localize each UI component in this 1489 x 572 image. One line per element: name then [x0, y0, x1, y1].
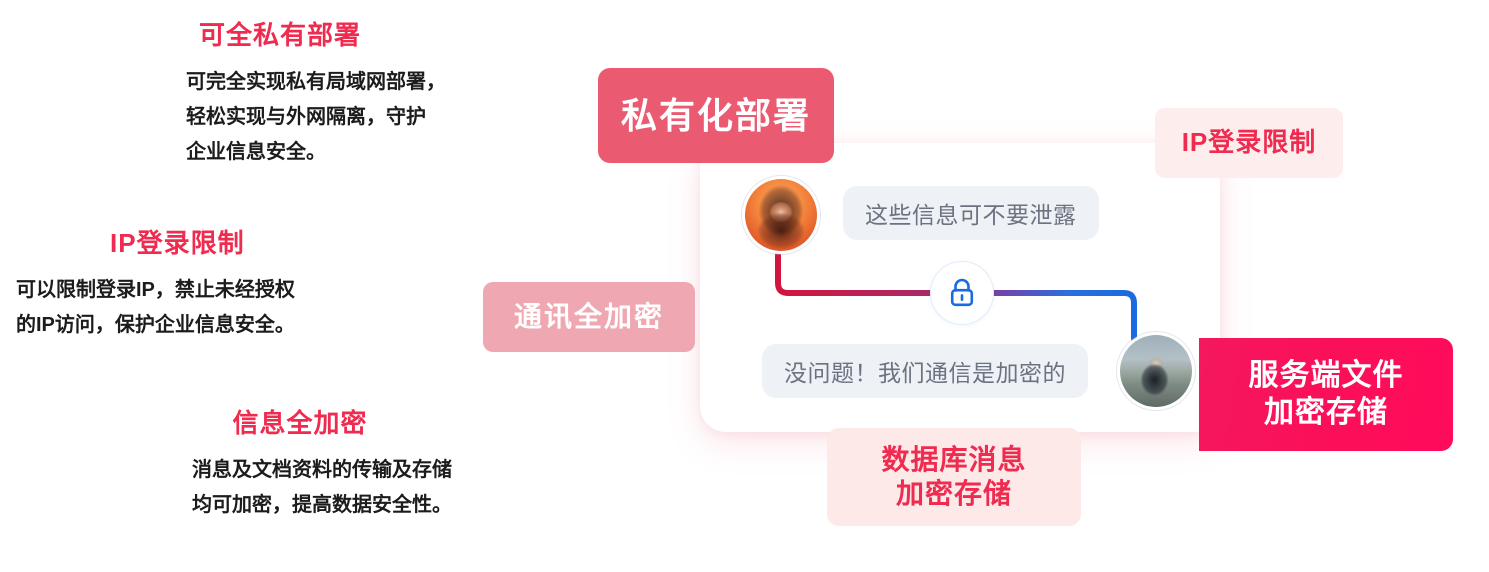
feature-line: 可以限制登录IP，禁止未经授权 — [16, 279, 295, 302]
feature-line: 轻松实现与外网隔离，守护 — [186, 106, 426, 129]
feature-body-private-deploy: 可完全实现私有局域网部署， 轻松实现与外网隔离，守护 企业信息安全。 — [0, 65, 500, 170]
badge-line: 通讯全加密 — [513, 300, 664, 332]
feature-title-full-encryption: 信息全加密 — [232, 408, 368, 438]
lock-node — [930, 261, 994, 325]
badge-line: 服务端文件 — [1248, 358, 1404, 392]
feature-block-private-deploy: 可全私有部署 可完全实现私有局域网部署， 轻松实现与外网隔离，守护 企业信息安全… — [0, 20, 500, 170]
badge-database-message-encryption: 数据库消息 加密存储 — [827, 428, 1081, 526]
chat-bubble-peer: 没问题！我们通信是加密的 — [762, 344, 1088, 398]
badge-line: 加密存储 — [1264, 395, 1388, 429]
feature-line: 均可加密，提高数据安全性。 — [192, 494, 452, 517]
feature-block-ip-restriction: IP登录限制 可以限制登录IP，禁止未经授权 的IP访问，保护企业信息安全。 — [0, 228, 500, 343]
avatar-peer — [1117, 332, 1195, 410]
feature-body-ip-restriction: 可以限制登录IP，禁止未经授权 的IP访问，保护企业信息安全。 — [0, 273, 500, 343]
badge-ip-login-restriction: IP登录限制 — [1155, 108, 1343, 178]
badge-line: 私有化部署 — [620, 94, 811, 136]
chat-bubble-user: 这些信息可不要泄露 — [843, 186, 1099, 240]
feature-line: 企业信息安全。 — [186, 141, 326, 164]
badge-private-deployment: 私有化部署 — [598, 68, 834, 163]
feature-block-full-encryption: 信息全加密 消息及文档资料的传输及存储 均可加密，提高数据安全性。 — [0, 408, 540, 523]
badge-line: 数据库消息 — [881, 443, 1027, 475]
badge-server-file-encryption: 服务端文件 加密存储 — [1199, 338, 1453, 451]
avatar-peer-photo — [1120, 335, 1192, 407]
feature-title-private-deploy: 可全私有部署 — [198, 20, 361, 50]
feature-body-full-encryption: 消息及文档资料的传输及存储 均可加密，提高数据安全性。 — [0, 453, 540, 523]
badge-communication-encryption: 通讯全加密 — [483, 282, 695, 352]
feature-title-ip-restriction: IP登录限制 — [110, 228, 245, 258]
feature-line: 的IP访问，保护企业信息安全。 — [16, 314, 295, 337]
avatar-user — [742, 176, 820, 254]
chat-bubble-peer-text: 没问题！我们通信是加密的 — [784, 360, 1066, 386]
feature-line: 可完全实现私有局域网部署， — [186, 71, 446, 94]
feature-line: 消息及文档资料的传输及存储 — [192, 459, 452, 482]
badge-line: IP登录限制 — [1181, 127, 1317, 158]
lock-icon — [950, 278, 974, 307]
chat-bubble-user-text: 这些信息可不要泄露 — [865, 202, 1077, 228]
badge-line: 加密存储 — [895, 478, 1012, 509]
avatar-user-photo — [745, 179, 817, 251]
